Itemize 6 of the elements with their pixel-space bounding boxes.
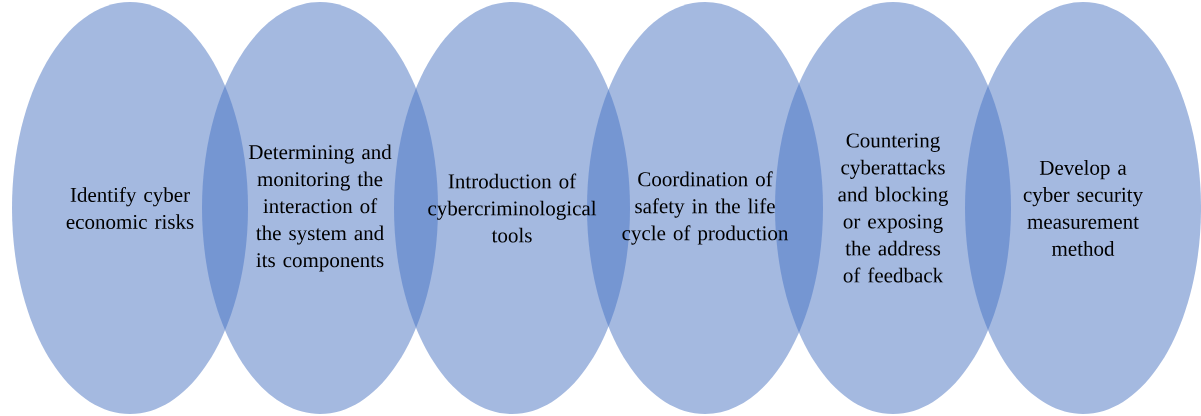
- ellipse-label: Identify cyber economic risks: [66, 187, 194, 229]
- ellipse-label: Countering cyberattacks and blocking or exposing the address of feedback: [838, 133, 948, 283]
- ellipse-label: Coordination of safety in the life cycle of production: [622, 171, 789, 245]
- ellipse-label: Determining and monitoring the interaction of the system and its components: [248, 144, 392, 272]
- ellipse-label: Develop a cyber security measurement method: [1023, 160, 1143, 256]
- ellipse-label: Introduction of cybercriminological tools: [428, 173, 597, 243]
